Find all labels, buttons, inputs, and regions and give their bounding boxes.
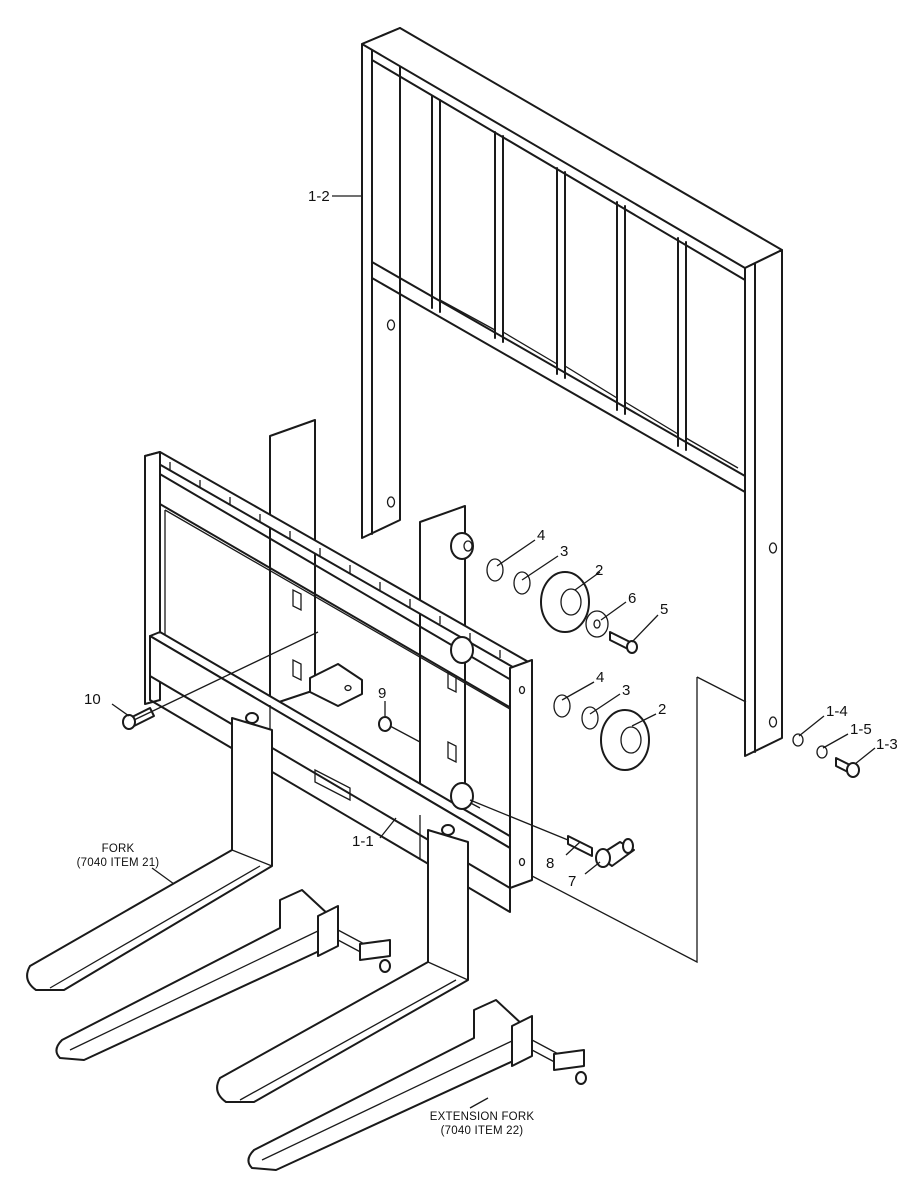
callout-2-lower: 2: [658, 701, 666, 718]
callout-1-2: 1-2: [308, 188, 330, 205]
callout-1-4: 1-4: [826, 703, 848, 720]
lower-roller-assembly: [553, 694, 650, 771]
fork-note: FORK (7040 ITEM 21): [77, 843, 160, 869]
callout-2-upper: 2: [595, 562, 603, 579]
callout-1-3: 1-3: [876, 736, 898, 753]
load-backrest: [361, 27, 783, 757]
callout-labels: 1-2 4 3 2 6 5 10 9 4 3 2 1-4 1-5 1-3 1-1…: [84, 188, 898, 890]
callout-9: 9: [378, 685, 386, 702]
callout-leaders: [111, 195, 876, 1109]
backrest-bolt-hardware: [792, 733, 860, 778]
fork-note-line1: FORK: [102, 843, 135, 855]
callout-1-1: 1-1: [352, 833, 374, 850]
fork-right: [216, 824, 469, 1103]
fork-carriage: [144, 419, 533, 913]
callout-10: 10: [84, 691, 101, 708]
extension-fork-note: EXTENSION FORK (7040 ITEM 22): [430, 1111, 535, 1137]
callout-7: 7: [568, 873, 576, 890]
extension-fork-left: [55, 889, 391, 1061]
upper-roller-assembly: [486, 558, 638, 654]
callout-4-lower: 4: [596, 669, 604, 686]
fork-note-line2: (7040 ITEM 21): [77, 857, 160, 869]
callout-6: 6: [628, 590, 636, 607]
carriage-bolt-and-nut: [122, 631, 421, 743]
callout-1-5: 1-5: [850, 721, 872, 738]
callout-8: 8: [546, 855, 554, 872]
callout-5: 5: [660, 601, 668, 618]
extension-fork-note-line2: (7040 ITEM 22): [441, 1125, 524, 1137]
fork-left: [26, 712, 273, 991]
callout-3-lower: 3: [622, 682, 630, 699]
assembly-leader-line: [531, 676, 747, 964]
callout-3-upper: 3: [560, 543, 568, 560]
extension-fork-right: [247, 999, 587, 1171]
callout-4-upper: 4: [537, 527, 545, 544]
extension-fork-note-line1: EXTENSION FORK: [430, 1111, 535, 1123]
